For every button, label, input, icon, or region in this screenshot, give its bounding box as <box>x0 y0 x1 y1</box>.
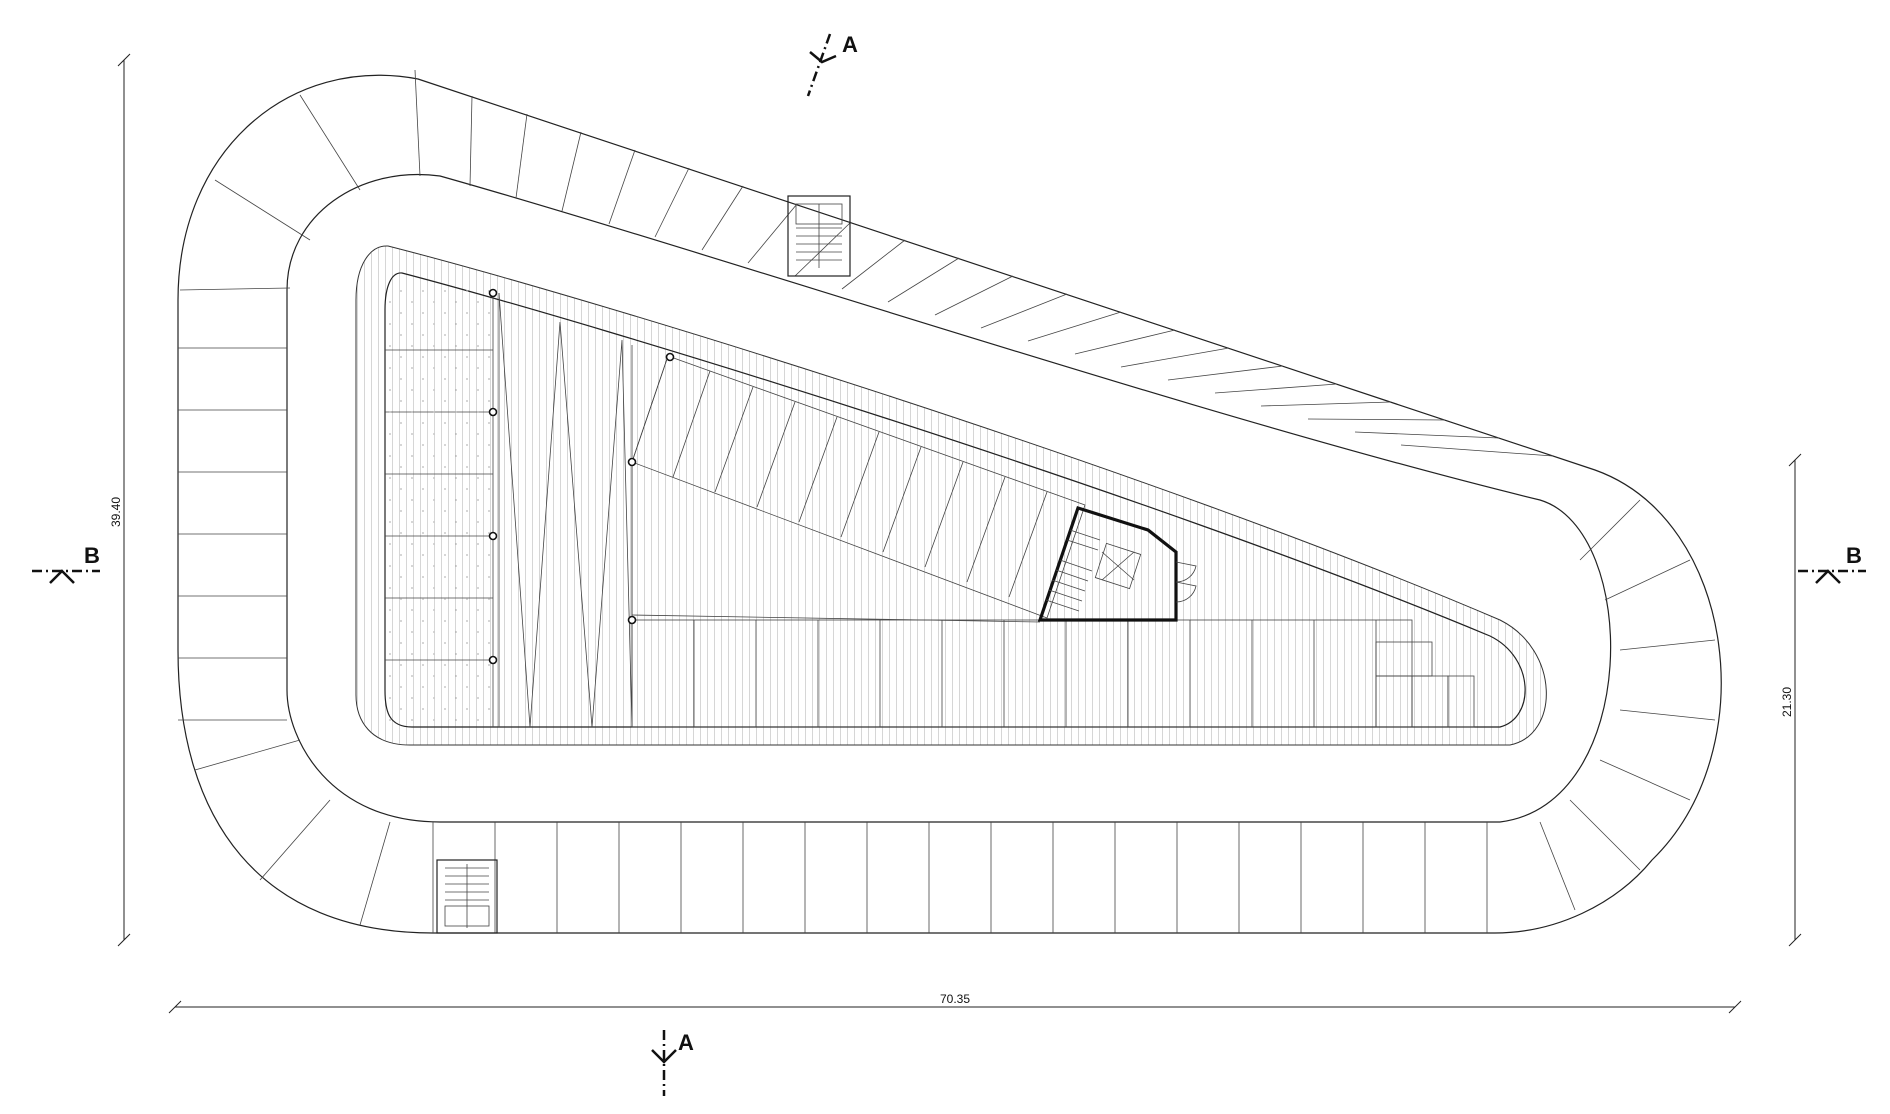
section-marker-b-left: B <box>32 543 100 584</box>
column <box>627 615 637 625</box>
ring-road-inner-edge <box>286 174 1612 823</box>
door-swing <box>1175 561 1197 583</box>
outer-building-outline <box>177 74 1722 934</box>
structural-columns <box>488 288 675 665</box>
dimension-overall-height: 39.40 <box>109 497 123 527</box>
column <box>488 531 498 541</box>
section-marker-a-top: A <box>806 32 858 97</box>
door-swing <box>1175 581 1197 603</box>
column <box>627 457 637 467</box>
column <box>488 288 498 298</box>
island-left-stalls <box>385 290 493 727</box>
island-diagonal-stalls <box>631 355 1086 623</box>
parking-stalls <box>178 69 1716 933</box>
section-label-b-left: B <box>84 543 100 568</box>
section-marker-a-bottom: A <box>651 1030 694 1096</box>
central-core <box>1037 506 1197 622</box>
section-marker-b-right: B <box>1798 543 1866 584</box>
column <box>665 352 675 362</box>
stair-core-bottom <box>436 859 498 934</box>
inner-island <box>355 245 1547 746</box>
core-stair-treads <box>1045 529 1101 612</box>
section-label-a-bottom: A <box>678 1030 694 1055</box>
column <box>488 407 498 417</box>
parking-deck <box>177 74 1722 934</box>
section-label-a-top: A <box>842 32 858 57</box>
stair-core-top <box>787 195 851 277</box>
column <box>488 655 498 665</box>
dimension-lines <box>117 53 1802 1014</box>
dimension-right-height: 21.30 <box>1780 687 1794 717</box>
section-label-b-right: B <box>1846 543 1862 568</box>
island-bottom-stalls <box>631 619 1475 728</box>
dimension-overall-width: 70.35 <box>940 992 970 1006</box>
